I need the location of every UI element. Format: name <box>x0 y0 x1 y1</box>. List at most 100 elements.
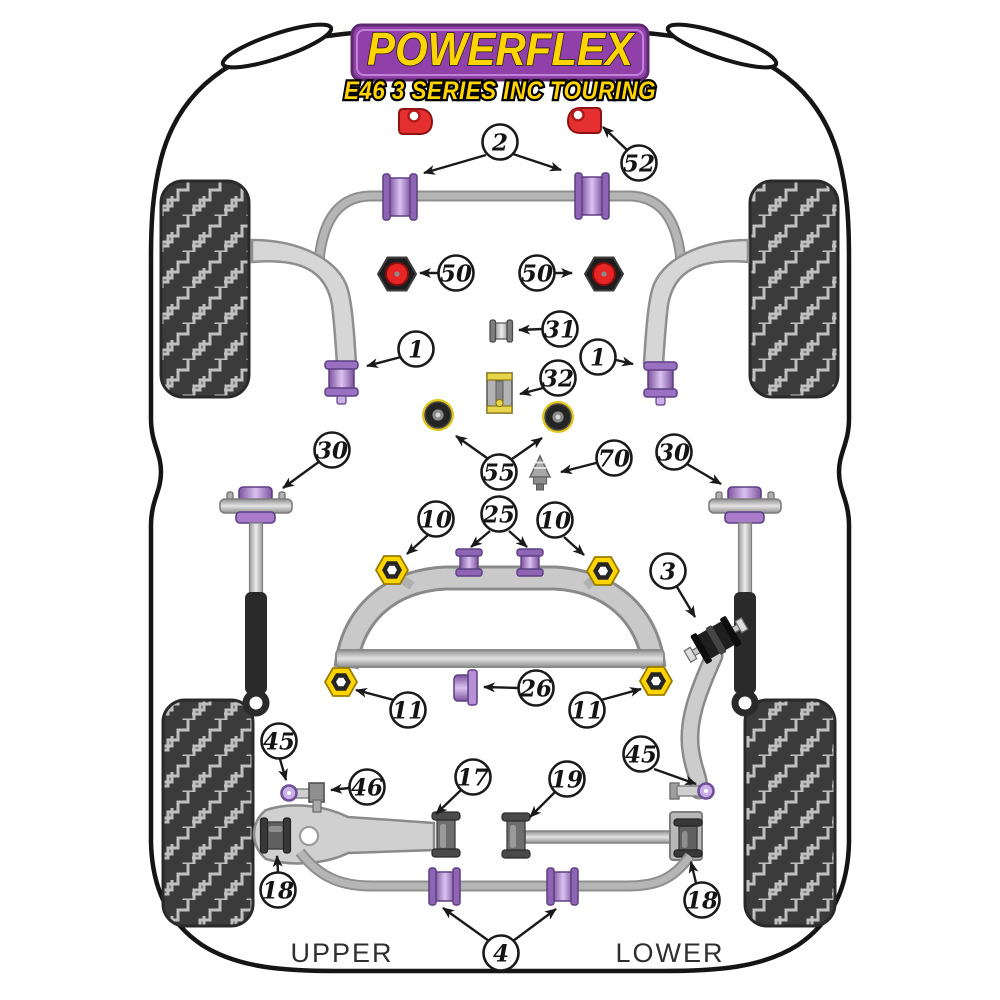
callout-11-right[interactable]: 11 <box>568 691 606 729</box>
rear-link-arm-3 <box>680 646 724 800</box>
shock-absorber-left <box>219 486 293 717</box>
rear-subframe <box>333 565 667 670</box>
subframe-bush-hex-11-right <box>638 666 674 696</box>
diff-mount-bushing-25-left <box>455 548 483 577</box>
callout-31[interactable]: 31 <box>541 310 579 348</box>
lower-label: LOWER <box>615 938 724 968</box>
callout-50-right[interactable]: 50 <box>518 254 556 292</box>
svg-text:31: 31 <box>544 317 576 344</box>
svg-text:52: 52 <box>623 151 655 178</box>
jack-pad-clip-right <box>566 107 602 134</box>
svg-text:45: 45 <box>625 742 657 769</box>
engine-mount-bushing-55-left <box>422 399 454 431</box>
callout-10-right[interactable]: 10 <box>536 501 574 539</box>
svg-text:3: 3 <box>660 559 676 586</box>
callout-70[interactable]: 70 <box>595 439 633 477</box>
svg-text:26: 26 <box>519 676 552 703</box>
link-bushing-3 <box>683 616 749 664</box>
callout-26[interactable]: 26 <box>517 669 555 707</box>
callout-10-left[interactable]: 10 <box>417 500 455 538</box>
headlight-right <box>665 22 779 70</box>
svg-text:46: 46 <box>351 775 383 802</box>
callout-19[interactable]: 19 <box>548 760 586 798</box>
upper-label: UPPER <box>290 938 393 968</box>
callout-52[interactable]: 52 <box>620 144 658 182</box>
front-anti-roll-bar <box>312 190 688 275</box>
callout-17[interactable]: 17 <box>454 758 492 796</box>
tire-rear-right <box>743 698 837 928</box>
jack-pad-clip-left <box>398 108 434 135</box>
svg-text:11: 11 <box>571 698 603 725</box>
front-arb-bushing-left <box>382 173 418 221</box>
svg-text:18: 18 <box>686 888 718 915</box>
rear-arb-bushing-4-right <box>546 867 579 906</box>
strut-top-mount-right <box>583 256 625 292</box>
svg-text:1: 1 <box>408 337 424 364</box>
callout-45-left[interactable]: 45 <box>260 722 298 760</box>
callout-30-left[interactable]: 30 <box>313 431 351 469</box>
tire-rear-left <box>161 698 255 928</box>
svg-text:30: 30 <box>658 440 690 467</box>
subframe-bush-hex-11-left <box>323 667 359 697</box>
svg-text:4: 4 <box>493 941 509 968</box>
svg-text:2: 2 <box>491 130 508 157</box>
arm-bushing-18-left <box>259 817 292 854</box>
diff-front-bushing-26 <box>453 669 478 706</box>
svg-text:19: 19 <box>551 767 583 794</box>
powerflex-logo: POWERFLEX <box>350 22 650 82</box>
lower-arm-bushing-left <box>324 360 359 405</box>
callout-1-right[interactable]: 1 <box>579 338 617 376</box>
brand-text: POWERFLEX <box>367 23 635 75</box>
callout-18-left[interactable]: 18 <box>259 871 297 909</box>
svg-text:55: 55 <box>483 460 515 487</box>
callout-25[interactable]: 25 <box>480 495 518 533</box>
shock-absorber-right <box>708 486 782 717</box>
tire-front-right <box>748 179 840 399</box>
callout-3[interactable]: 3 <box>649 552 687 590</box>
svg-text:10: 10 <box>420 507 452 534</box>
callout-30-right[interactable]: 30 <box>655 433 693 471</box>
arm-bushing-18-right <box>673 818 703 858</box>
diff-mount-bushing-25-right <box>516 548 544 577</box>
headlight-left <box>220 22 334 70</box>
callout-2[interactable]: 2 <box>481 123 519 161</box>
svg-text:50: 50 <box>440 261 472 288</box>
rear-arb-bushing-4-left <box>428 867 461 906</box>
svg-text:1: 1 <box>590 345 606 372</box>
front-arb-bushing-right <box>574 172 610 220</box>
model-subtitle: E46 3 SERIES INC TOURING <box>344 77 656 105</box>
callout-32[interactable]: 32 <box>539 359 577 397</box>
callout-45-right[interactable]: 45 <box>622 735 660 773</box>
svg-text:45: 45 <box>263 729 295 756</box>
callout-18-right[interactable]: 18 <box>683 881 721 919</box>
subframe-bush-hex-10-left <box>374 555 410 585</box>
cone-bump-stop-70 <box>528 454 552 491</box>
svg-text:18: 18 <box>262 878 294 905</box>
callout-1-left[interactable]: 1 <box>397 330 435 368</box>
callout-arrows <box>272 126 722 942</box>
svg-text:70: 70 <box>598 446 630 473</box>
tire-front-left <box>159 179 251 399</box>
callout-4[interactable]: 4 <box>482 934 520 972</box>
callout-55[interactable]: 55 <box>480 453 518 491</box>
strut-top-mount-left <box>376 256 418 292</box>
svg-text:32: 32 <box>542 366 574 393</box>
drop-link-45-right <box>669 782 715 800</box>
svg-text:11: 11 <box>392 698 424 725</box>
svg-text:50: 50 <box>521 261 553 288</box>
gear-linkage-bushing-32 <box>486 372 513 414</box>
svg-text:30: 30 <box>316 438 348 465</box>
drop-link-45-left <box>280 782 325 813</box>
svg-text:10: 10 <box>539 508 571 535</box>
svg-text:17: 17 <box>457 765 489 792</box>
track-rod-19 <box>501 812 678 859</box>
subframe-bush-hex-10-right <box>585 556 621 586</box>
callout-11-left[interactable]: 11 <box>389 691 427 729</box>
callout-50-left[interactable]: 50 <box>437 254 475 292</box>
small-spool-bushing-31 <box>489 319 514 343</box>
callout-46[interactable]: 46 <box>348 768 386 806</box>
engine-mount-bushing-55-right <box>542 401 574 433</box>
lower-arm-bushing-right <box>643 361 678 406</box>
